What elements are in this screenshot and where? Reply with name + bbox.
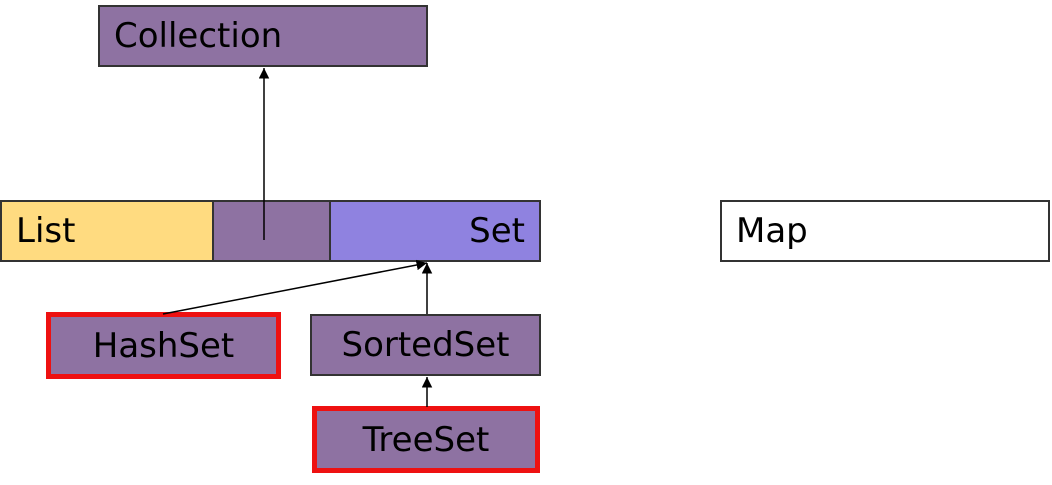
map-label: Map — [736, 211, 808, 251]
collection-node: Collection — [98, 5, 428, 67]
list-node: List — [0, 200, 214, 262]
treeset-node: TreeSet — [312, 406, 540, 473]
list-label: List — [16, 211, 76, 251]
collection-label: Collection — [114, 16, 283, 56]
hashset-label: HashSet — [92, 325, 235, 366]
sortedset-label: SortedSet — [341, 325, 510, 365]
arrow-hashset-to-set — [162, 259, 428, 315]
map-node: Map — [720, 200, 1050, 262]
sortedset-node: SortedSet — [310, 314, 541, 376]
set-label: Set — [469, 211, 525, 251]
treeset-label: TreeSet — [362, 419, 490, 460]
set-node: Set — [329, 200, 541, 262]
